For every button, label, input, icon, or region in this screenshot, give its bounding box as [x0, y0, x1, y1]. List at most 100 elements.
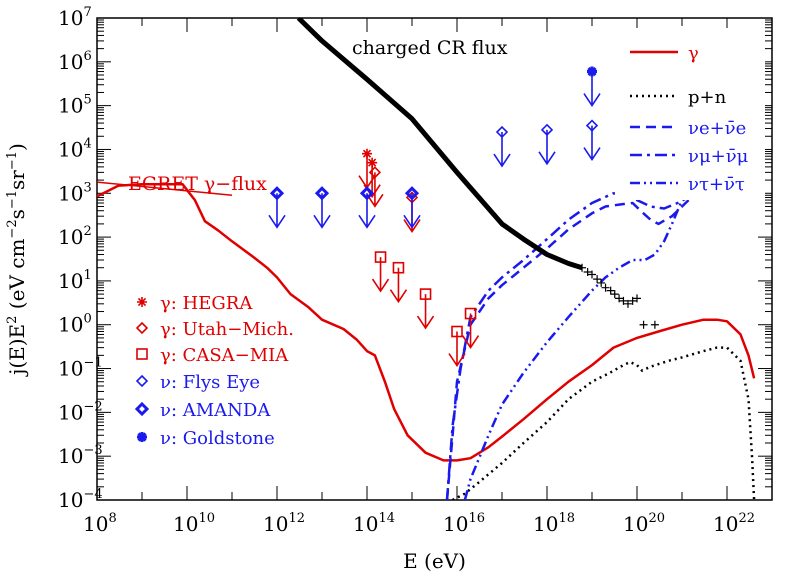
marker-square	[451, 325, 463, 338]
legend-left-label: γ: HEGRA	[160, 293, 253, 314]
legend-right-label: ντ+ν̄τ	[688, 174, 745, 195]
x-tick-labels: 108 1010 1012 1014 1016 1018 1020 1022	[83, 511, 755, 536]
marker-square	[374, 251, 387, 263]
upper-limit--amanda	[403, 186, 421, 229]
legend-right-label: νe+ν̄e	[688, 118, 746, 139]
upper-limit--amanda	[268, 186, 286, 229]
upper-limit-arrow	[583, 71, 601, 107]
y-axis-title: j(E)E2 (eV cm−2s−1sr−1)	[5, 143, 29, 377]
y-tick-labels: 10−4 10−3 10−2 10−1 100 101 102 103 104 105 106 107	[58, 5, 103, 512]
marker-diamond	[135, 321, 149, 335]
egret-label: EGRET γ−flux	[128, 173, 267, 195]
series-egret-flux-line	[97, 181, 233, 197]
cr-data-point	[623, 299, 632, 308]
y-tick-label: 10−2	[58, 399, 103, 424]
x-tick-label: 1014	[353, 511, 395, 536]
legend-left: γ: HEGRA γ: Utah−Mich. γ: CASA−MIA ν: Flys …	[134, 293, 294, 449]
marker-diamond	[314, 186, 330, 201]
cr-data-point	[597, 278, 606, 287]
cr-data-point	[606, 286, 615, 295]
legend-right-label: p+n	[688, 87, 727, 108]
axis-ticks	[96, 17, 773, 501]
axis-titles: E (eV) j(E)E2 (eV cm−2s−1sr−1)	[5, 143, 466, 573]
legend-right-label: νμ+ν̄μ	[688, 146, 749, 167]
marker-square	[419, 288, 432, 300]
cr-data-point	[593, 275, 602, 284]
marker-diamond	[135, 374, 149, 388]
marker-square	[392, 261, 405, 274]
y-tick-label: 103	[58, 180, 92, 205]
plot-frame	[96, 17, 773, 501]
series-charged-cr-flux-line	[296, 18, 583, 271]
marker-diamond	[540, 123, 554, 136]
cr-data-point	[601, 283, 610, 292]
x-tick-label: 1012	[263, 511, 305, 536]
y-tick-label: 107	[58, 5, 92, 30]
marker-star	[137, 297, 147, 307]
marker-diamond	[269, 186, 285, 201]
cr-data-point	[615, 294, 624, 303]
cr-data-point	[633, 294, 641, 303]
cr-data-point	[639, 320, 648, 329]
y-tick-label: 105	[58, 93, 92, 118]
series-p-n-line	[452, 346, 756, 500]
marker-diamond	[368, 166, 382, 179]
upper-limit--casa-mia	[416, 288, 435, 330]
x-tick-label: 1020	[623, 511, 665, 536]
marker-star	[362, 148, 372, 159]
x-tick-label: 1022	[713, 511, 755, 536]
upper-limit--flys-eye	[583, 119, 601, 162]
marker-diamond	[134, 401, 150, 417]
x-axis-title: E (eV)	[403, 549, 466, 573]
x-tick-label: 1010	[173, 511, 215, 536]
marker-square	[136, 348, 148, 360]
upper-limit--amanda	[313, 186, 331, 229]
series--e-e-line	[445, 105, 764, 500]
cr-data-point	[650, 320, 659, 329]
legend-right-label: γ	[688, 43, 699, 64]
y-tick-label: 10−1	[58, 356, 103, 381]
upper-limit--casa-mia	[371, 251, 390, 293]
marker-diamond	[585, 119, 599, 132]
upper-limit--amanda	[358, 186, 376, 229]
series---line	[97, 183, 756, 462]
upper-limit--casa-mia	[461, 307, 480, 349]
marker-diamond	[359, 186, 375, 201]
x-tick-label: 1018	[533, 511, 575, 536]
marker-diamond	[495, 125, 509, 139]
cr-data-point	[588, 270, 596, 279]
y-tick-label: 104	[58, 136, 92, 161]
legend-left-label: ν: Flys Eye	[160, 372, 260, 393]
legend-left-label: ν: Goldstone	[160, 428, 275, 449]
cr-data-point	[610, 290, 619, 299]
y-tick-label: 10−4	[58, 487, 103, 512]
upper-limit--goldstone	[583, 66, 601, 107]
marker-square	[464, 307, 477, 320]
upper-limit--casa-mia	[389, 261, 408, 304]
y-tick-label: 102	[58, 224, 92, 249]
x-tick-label: 1016	[443, 511, 485, 536]
legend-left-label: γ: CASA−MIA	[160, 345, 289, 366]
upper-limit--flys-eye	[538, 123, 556, 166]
marker-star	[587, 66, 597, 77]
legend-right-bg	[615, 28, 765, 200]
upper-limit--utah-mich-	[366, 166, 384, 208]
marker-star	[137, 432, 147, 442]
cr-data-point	[619, 296, 628, 305]
y-tick-label: 100	[58, 312, 92, 337]
marker-star	[367, 157, 378, 168]
cr-data-point	[628, 296, 637, 305]
y-tick-label: 101	[58, 268, 92, 293]
upper-limit--flys-eye	[493, 125, 511, 168]
cr-data-point	[583, 267, 592, 276]
y-tick-label: 106	[58, 49, 92, 74]
plot-border	[96, 17, 773, 501]
y-tick-label: 10−3	[58, 443, 103, 468]
legend-right: γ p+n νe+ν̄e νμ+ν̄μ ντ+ν̄τ	[615, 28, 765, 200]
legend-left-label: γ: Utah−Mich.	[160, 319, 294, 340]
x-tick-label: 108	[83, 511, 117, 536]
charged-cr-label: charged CR flux	[352, 37, 508, 59]
upper-limit--casa-mia	[448, 325, 466, 367]
